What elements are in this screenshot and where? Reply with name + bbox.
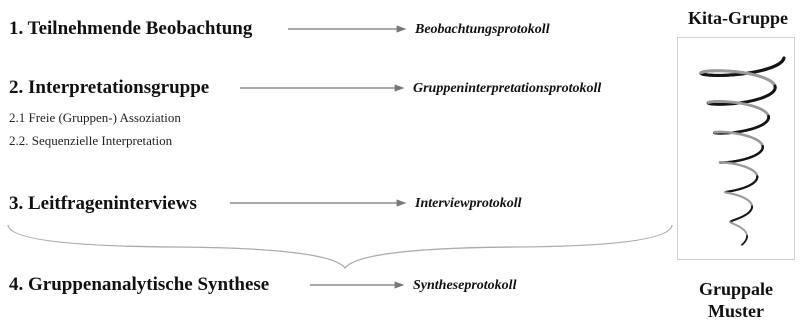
step-2-title: 2. Interpretationsgruppe [9, 77, 210, 98]
step-1-title: 1. Teilnehmende Beobachtung [9, 18, 253, 39]
step-1-protocol: Beobachtungsprotokoll [415, 22, 550, 37]
spiral-icon [699, 56, 786, 246]
spiral-box [677, 37, 795, 260]
curly-brace [7, 224, 673, 270]
substep-2-2: 2.2. Sequenzielle Interpretation [9, 133, 173, 148]
gruppale-label: Gruppale [698, 279, 773, 299]
step-3-protocol: Interviewprotokoll [415, 196, 522, 211]
muster-label: Muster [708, 301, 764, 321]
step-2-protocol: Gruppeninterpretationsprotokoll [413, 81, 602, 96]
substep-2-1: 2.1 Freie (Gruppen-) Assoziation [9, 110, 181, 125]
step-3-title: 3. Leitfrageninterviews [9, 193, 197, 214]
step-4-protocol: Syntheseprotokoll [413, 278, 517, 293]
kita-gruppe-label: Kita-Gruppe [687, 8, 788, 28]
step-4-title: 4. Gruppenanalytische Synthese [9, 274, 270, 295]
